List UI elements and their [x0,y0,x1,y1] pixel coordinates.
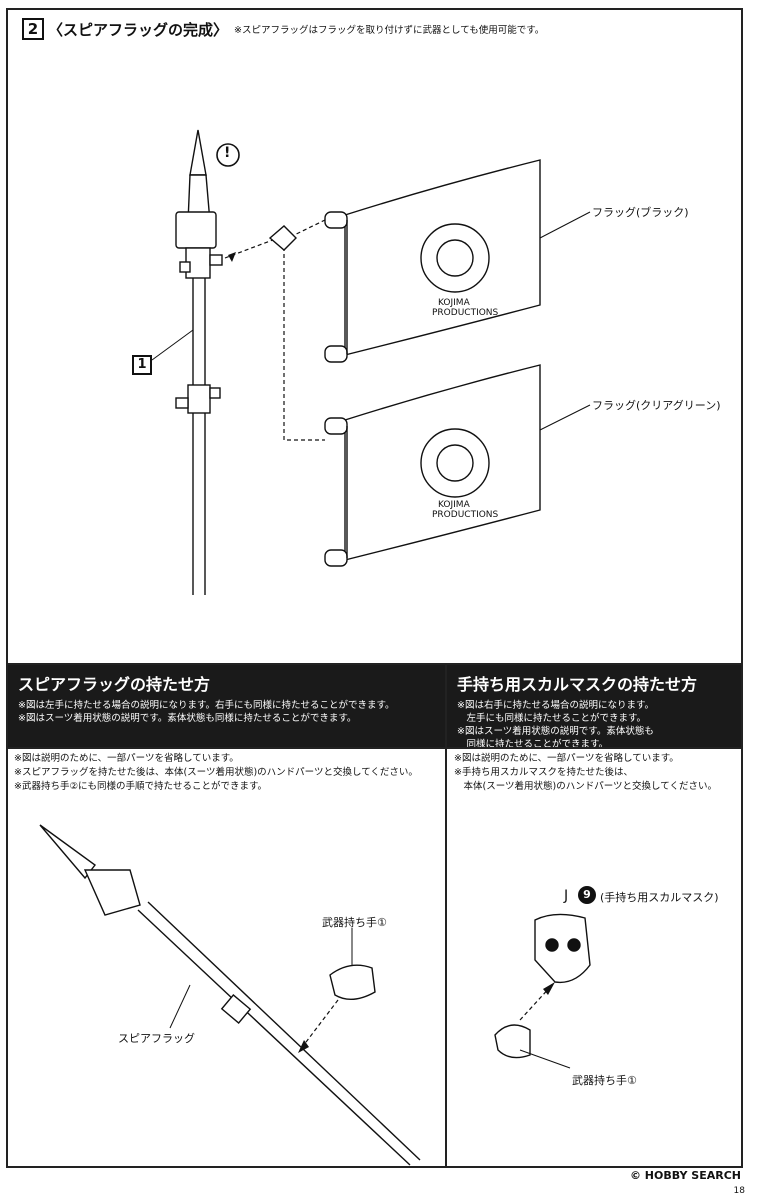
step-heading: 〈スピアフラッグの完成〉 [48,20,229,39]
skull-mask [534,913,591,984]
flag-black [324,159,541,363]
flag-logo-line1: KOJIMA [438,298,470,308]
right-note: ※図は説明のために、一部パーツを省略しています。 [454,753,679,764]
warning-symbol: ! [224,145,231,161]
left-section-title: スピアフラッグの持たせ方 [18,675,211,694]
step-note: ※スピアフラッグはフラッグを取り付けずに武器としても使用可能です。 [234,25,545,36]
left-section-line: ※図は左手に持たせる場合の説明になります。右手にも同様に持たせることができます。 [18,700,395,711]
spear-diagonal [39,824,421,1166]
step-title: 2 〈スピアフラッグの完成〉 ※スピアフラッグはフラッグを取り付けずに武器として… [22,18,544,40]
flag-green [324,364,541,567]
section-divider-bottom [6,747,743,749]
connector-diamond-icon [268,225,297,251]
part-number-circle: 9 [578,886,596,904]
flag-black-label: フラッグ(ブラック) [592,206,689,219]
warning-icon [216,143,240,167]
mask-label: (手持ち用スカルマスク) [600,891,719,904]
spear-pole-top [175,129,223,595]
left-note: ※武器持ち手②にも同様の手順で持たせることができます。 [14,781,268,792]
left-section-header: スピアフラッグの持たせ方 ※図は左手に持たせる場合の説明になります。右手にも同様… [8,665,445,747]
left-note: ※図は説明のために、一部パーツを省略しています。 [14,753,239,764]
right-section-title: 手持ち用スカルマスクの持たせ方 [457,675,698,694]
part-letter: J [564,888,569,904]
left-notes: ※図は説明のために、一部パーツを省略しています。 ※スピアフラッグを持たせた後は… [14,752,418,794]
left-section-line: ※図はスーツ着用状態の説明です。素体状態も同様に持たせることができます。 [18,713,357,724]
step-number: 2 [22,18,44,40]
flag-green-label: フラッグ(クリアグリーン) [592,399,721,412]
spear-label: スピアフラッグ [118,1032,195,1045]
right-section-line: 左手にも同様に持たせることができます。 [457,713,647,724]
part-number-badge: 1 [132,355,152,375]
right-notes: ※図は説明のために、一部パーツを省略しています。 ※手持ち用スカルマスクを持たせ… [454,752,717,794]
right-note: 本体(スーツ着用状態)のハンドパーツと交換してください。 [454,781,717,792]
page-number: 18 [733,1186,745,1196]
right-section-line: ※図はスーツ着用状態の説明です。素体状態も [457,726,654,737]
flag-logo-line2-green: PRODUCTIONS [432,510,499,520]
hand-label-right: 武器持ち手① [572,1074,637,1087]
hand-right [494,1024,531,1059]
right-section-header: 手持ち用スカルマスクの持たせ方 ※図は右手に持たせる場合の説明になります。 左手… [447,665,741,750]
page-frame [6,8,743,1168]
flag-logo-line1-green: KOJIMA [438,500,470,510]
right-note: ※手持ち用スカルマスクを持たせた後は、 [454,767,633,778]
left-note: ※スピアフラッグを持たせた後は、本体(スーツ着用状態)のハンドパーツと交換してく… [14,767,418,778]
hand-label-left: 武器持ち手① [322,916,387,929]
watermark: © HOBBY SEARCH [629,1169,741,1182]
flag-logo-line2: PRODUCTIONS [432,308,499,318]
right-section-line: 同様に持たせることができます。 [457,739,609,750]
hand-left [329,964,376,1000]
right-section-line: ※図は右手に持たせる場合の説明になります。 [457,700,655,711]
section-divider-top [6,663,743,665]
section-divider-vertical [445,665,447,1168]
